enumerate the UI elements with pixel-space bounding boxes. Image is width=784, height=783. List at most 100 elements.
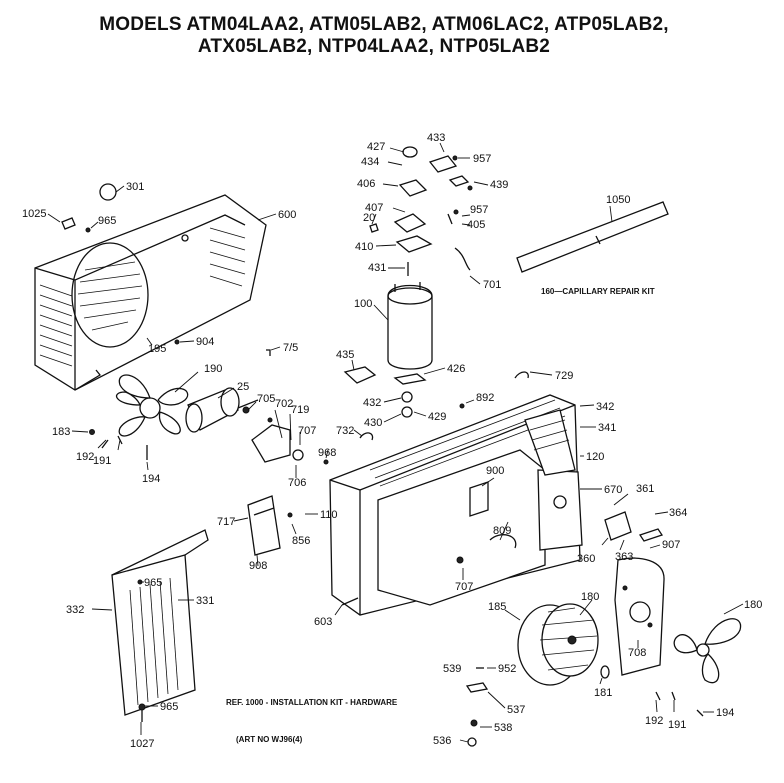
label-120: 120: [586, 451, 604, 463]
label-361: 361: [636, 483, 654, 495]
installation-kit-note: REF. 1000 - INSTALLATION KIT - HARDWARE: [226, 698, 398, 707]
compressor-assembly-drawing: [343, 146, 529, 441]
label-181: 181: [594, 687, 612, 699]
knob-301-drawing: [99, 183, 117, 201]
label-707b: 707: [455, 581, 473, 593]
label-892: 892: [476, 392, 494, 404]
label-427: 427: [367, 141, 385, 153]
motor-25-drawing: [185, 387, 259, 433]
label-603: 603: [314, 616, 332, 628]
models-title-line1: MODELS ATM04LAA2, ATM05LAB2, ATM06LAC2, …: [99, 14, 669, 35]
label-719: 719: [291, 404, 309, 416]
label-192: 192: [76, 451, 94, 463]
label-25: 25: [237, 381, 249, 393]
label-406: 406: [357, 178, 375, 190]
label-301: 301: [126, 181, 144, 193]
label-364: 364: [669, 507, 687, 519]
label-194b: 194: [716, 707, 734, 719]
label-429: 429: [428, 411, 446, 423]
clip-1025-drawing: [61, 217, 76, 230]
label-907: 907: [662, 539, 680, 551]
label-729: 729: [555, 370, 573, 382]
label-407: 407: [365, 202, 383, 214]
label-341: 341: [598, 422, 616, 434]
label-706: 706: [288, 477, 306, 489]
label-194: 194: [142, 473, 160, 485]
label-539: 539: [443, 663, 461, 675]
label-957a: 957: [473, 153, 491, 165]
label-332: 332: [66, 604, 84, 616]
label-435: 435: [336, 349, 354, 361]
label-363: 363: [615, 551, 633, 563]
label-110: 110: [320, 509, 338, 521]
label-904: 904: [196, 336, 214, 348]
models-title-line2: ATX05LAB2, NTP04LAA2, NTP05LAB2: [197, 36, 551, 57]
bracket-702-drawing: [251, 424, 291, 463]
capillary-kit-note: 160—CAPILLARY REPAIR KIT: [541, 287, 655, 296]
label-426: 426: [447, 363, 465, 375]
label-965b: 965: [144, 577, 162, 589]
label-191b: 191: [668, 719, 686, 731]
label-183: 183: [52, 426, 70, 438]
part-number-labels: 301 1025 965 600 195 904 7/5 190 25 705 …: [22, 132, 762, 750]
label-342: 342: [596, 401, 614, 413]
leader-lines: [47, 142, 744, 743]
label-192b: 192: [645, 715, 663, 727]
label-965: 965: [98, 215, 116, 227]
label-908: 908: [249, 560, 267, 572]
label-705: 705: [257, 393, 275, 405]
capillary-bar-1050-drawing: [516, 201, 669, 273]
label-180b: 180: [744, 599, 762, 611]
notes: 160—CAPILLARY REPAIR KIT REF. 1000 - INS…: [226, 287, 655, 744]
fan-blade-190-drawing: [115, 374, 189, 437]
label-331: 331: [196, 595, 214, 607]
label-434: 434: [361, 156, 379, 168]
label-965c: 965: [160, 701, 178, 713]
label-708: 708: [628, 647, 646, 659]
label-410: 410: [355, 241, 373, 253]
chassis-base-drawing: [329, 394, 583, 616]
label-405: 405: [467, 219, 485, 231]
label-732: 732: [336, 425, 354, 437]
label-809: 809: [493, 525, 511, 537]
label-439: 439: [490, 179, 508, 191]
label-707: 707: [298, 425, 316, 437]
label-715: 7/5: [283, 342, 298, 354]
label-432: 432: [363, 397, 381, 409]
side-curtain-331-drawing: [111, 529, 209, 722]
art-number-note: (ART NO WJ96(4): [236, 735, 303, 744]
label-190: 190: [204, 363, 222, 375]
label-702: 702: [275, 398, 293, 410]
label-536: 536: [433, 735, 451, 747]
label-952: 952: [498, 663, 516, 675]
label-20: 20: [363, 212, 375, 224]
label-433: 433: [427, 132, 445, 144]
label-600: 600: [278, 209, 296, 221]
label-360: 360: [577, 553, 595, 565]
label-537: 537: [507, 704, 525, 716]
label-968: 968: [318, 447, 336, 459]
label-185: 185: [488, 601, 506, 613]
label-431: 431: [368, 262, 386, 274]
label-856: 856: [292, 535, 310, 547]
label-1025: 1025: [22, 208, 46, 220]
control-cover-908-drawing: [247, 495, 281, 556]
label-1050: 1050: [606, 194, 630, 206]
label-900: 900: [486, 465, 504, 477]
label-430: 430: [364, 417, 382, 429]
label-100: 100: [354, 298, 372, 310]
switch-360-drawing: [604, 511, 632, 541]
fan-180-drawing: [673, 618, 742, 684]
label-191: 191: [93, 455, 111, 467]
label-701: 701: [483, 279, 501, 291]
blower-wheel-185-drawing: [517, 603, 599, 686]
label-180a: 180: [581, 591, 599, 603]
label-538: 538: [494, 722, 512, 734]
label-957b: 957: [470, 204, 488, 216]
label-670: 670: [604, 484, 622, 496]
label-1027: 1027: [130, 738, 154, 750]
label-717: 717: [217, 516, 235, 528]
front-grille-cabinet-drawing: [34, 194, 267, 391]
